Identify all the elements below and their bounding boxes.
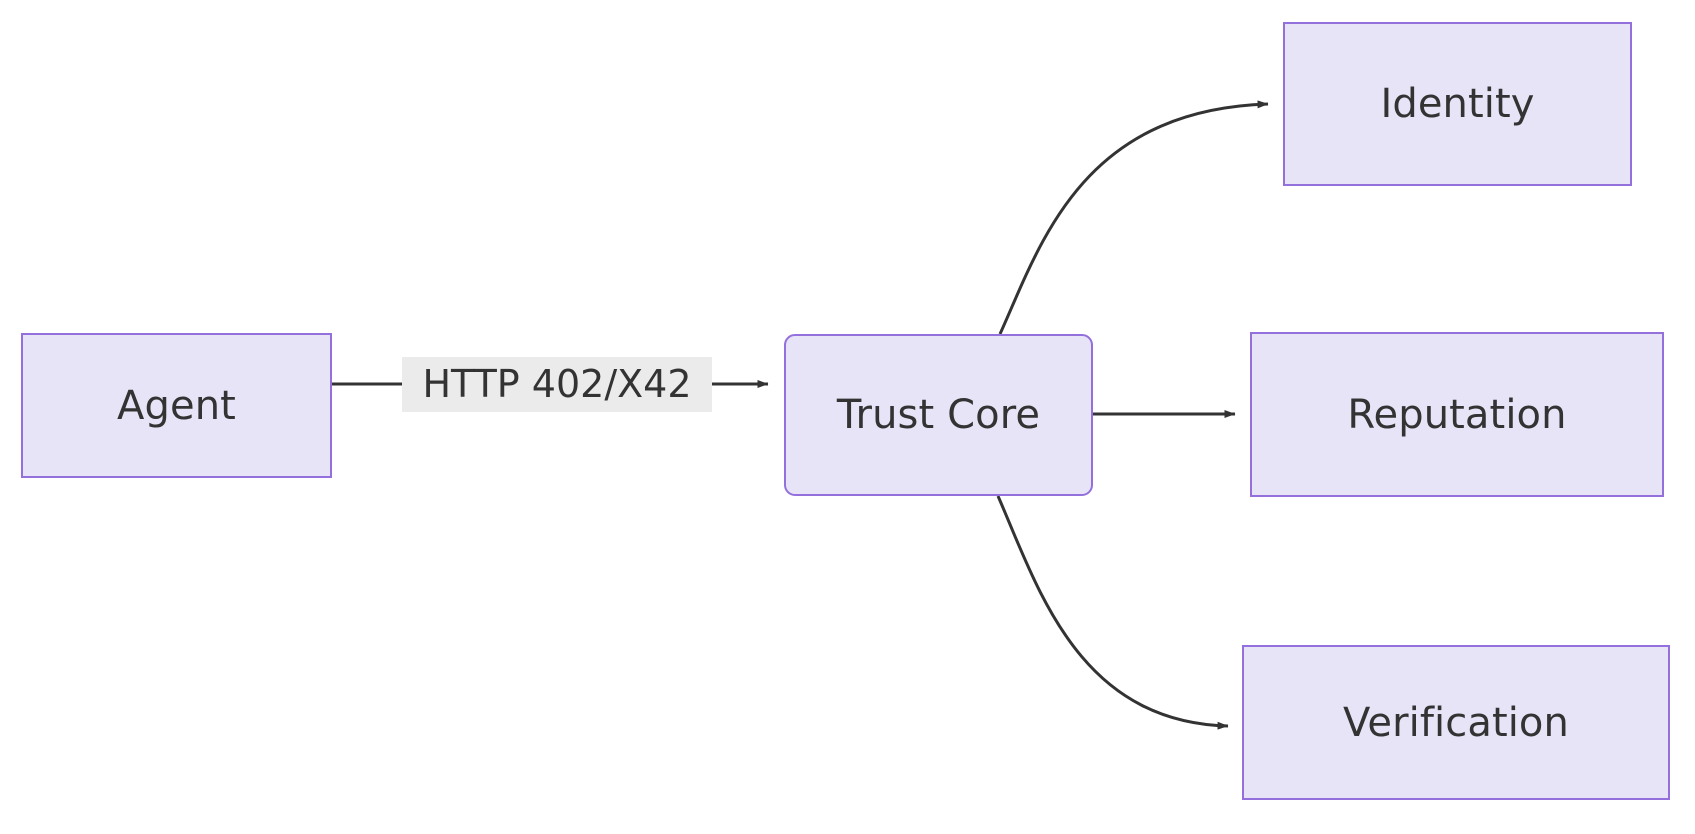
node-identity-label: Identity xyxy=(1380,81,1535,127)
edge-trust-core-to-verification xyxy=(996,495,1229,730)
node-verification-label: Verification xyxy=(1343,699,1569,746)
edge-trust-core-to-identity xyxy=(998,100,1269,335)
edge-label-http-402-x42: HTTP 402/X42 xyxy=(402,357,712,412)
node-verification[interactable]: Verification xyxy=(1242,645,1670,800)
node-trust-core[interactable]: Trust Core xyxy=(784,334,1093,496)
node-agent-label: Agent xyxy=(117,382,236,429)
node-agent[interactable]: Agent xyxy=(21,333,332,478)
node-reputation-label: Reputation xyxy=(1347,391,1567,438)
node-trust-core-label: Trust Core xyxy=(836,392,1041,438)
node-reputation[interactable]: Reputation xyxy=(1250,332,1664,497)
node-identity[interactable]: Identity xyxy=(1283,22,1632,186)
